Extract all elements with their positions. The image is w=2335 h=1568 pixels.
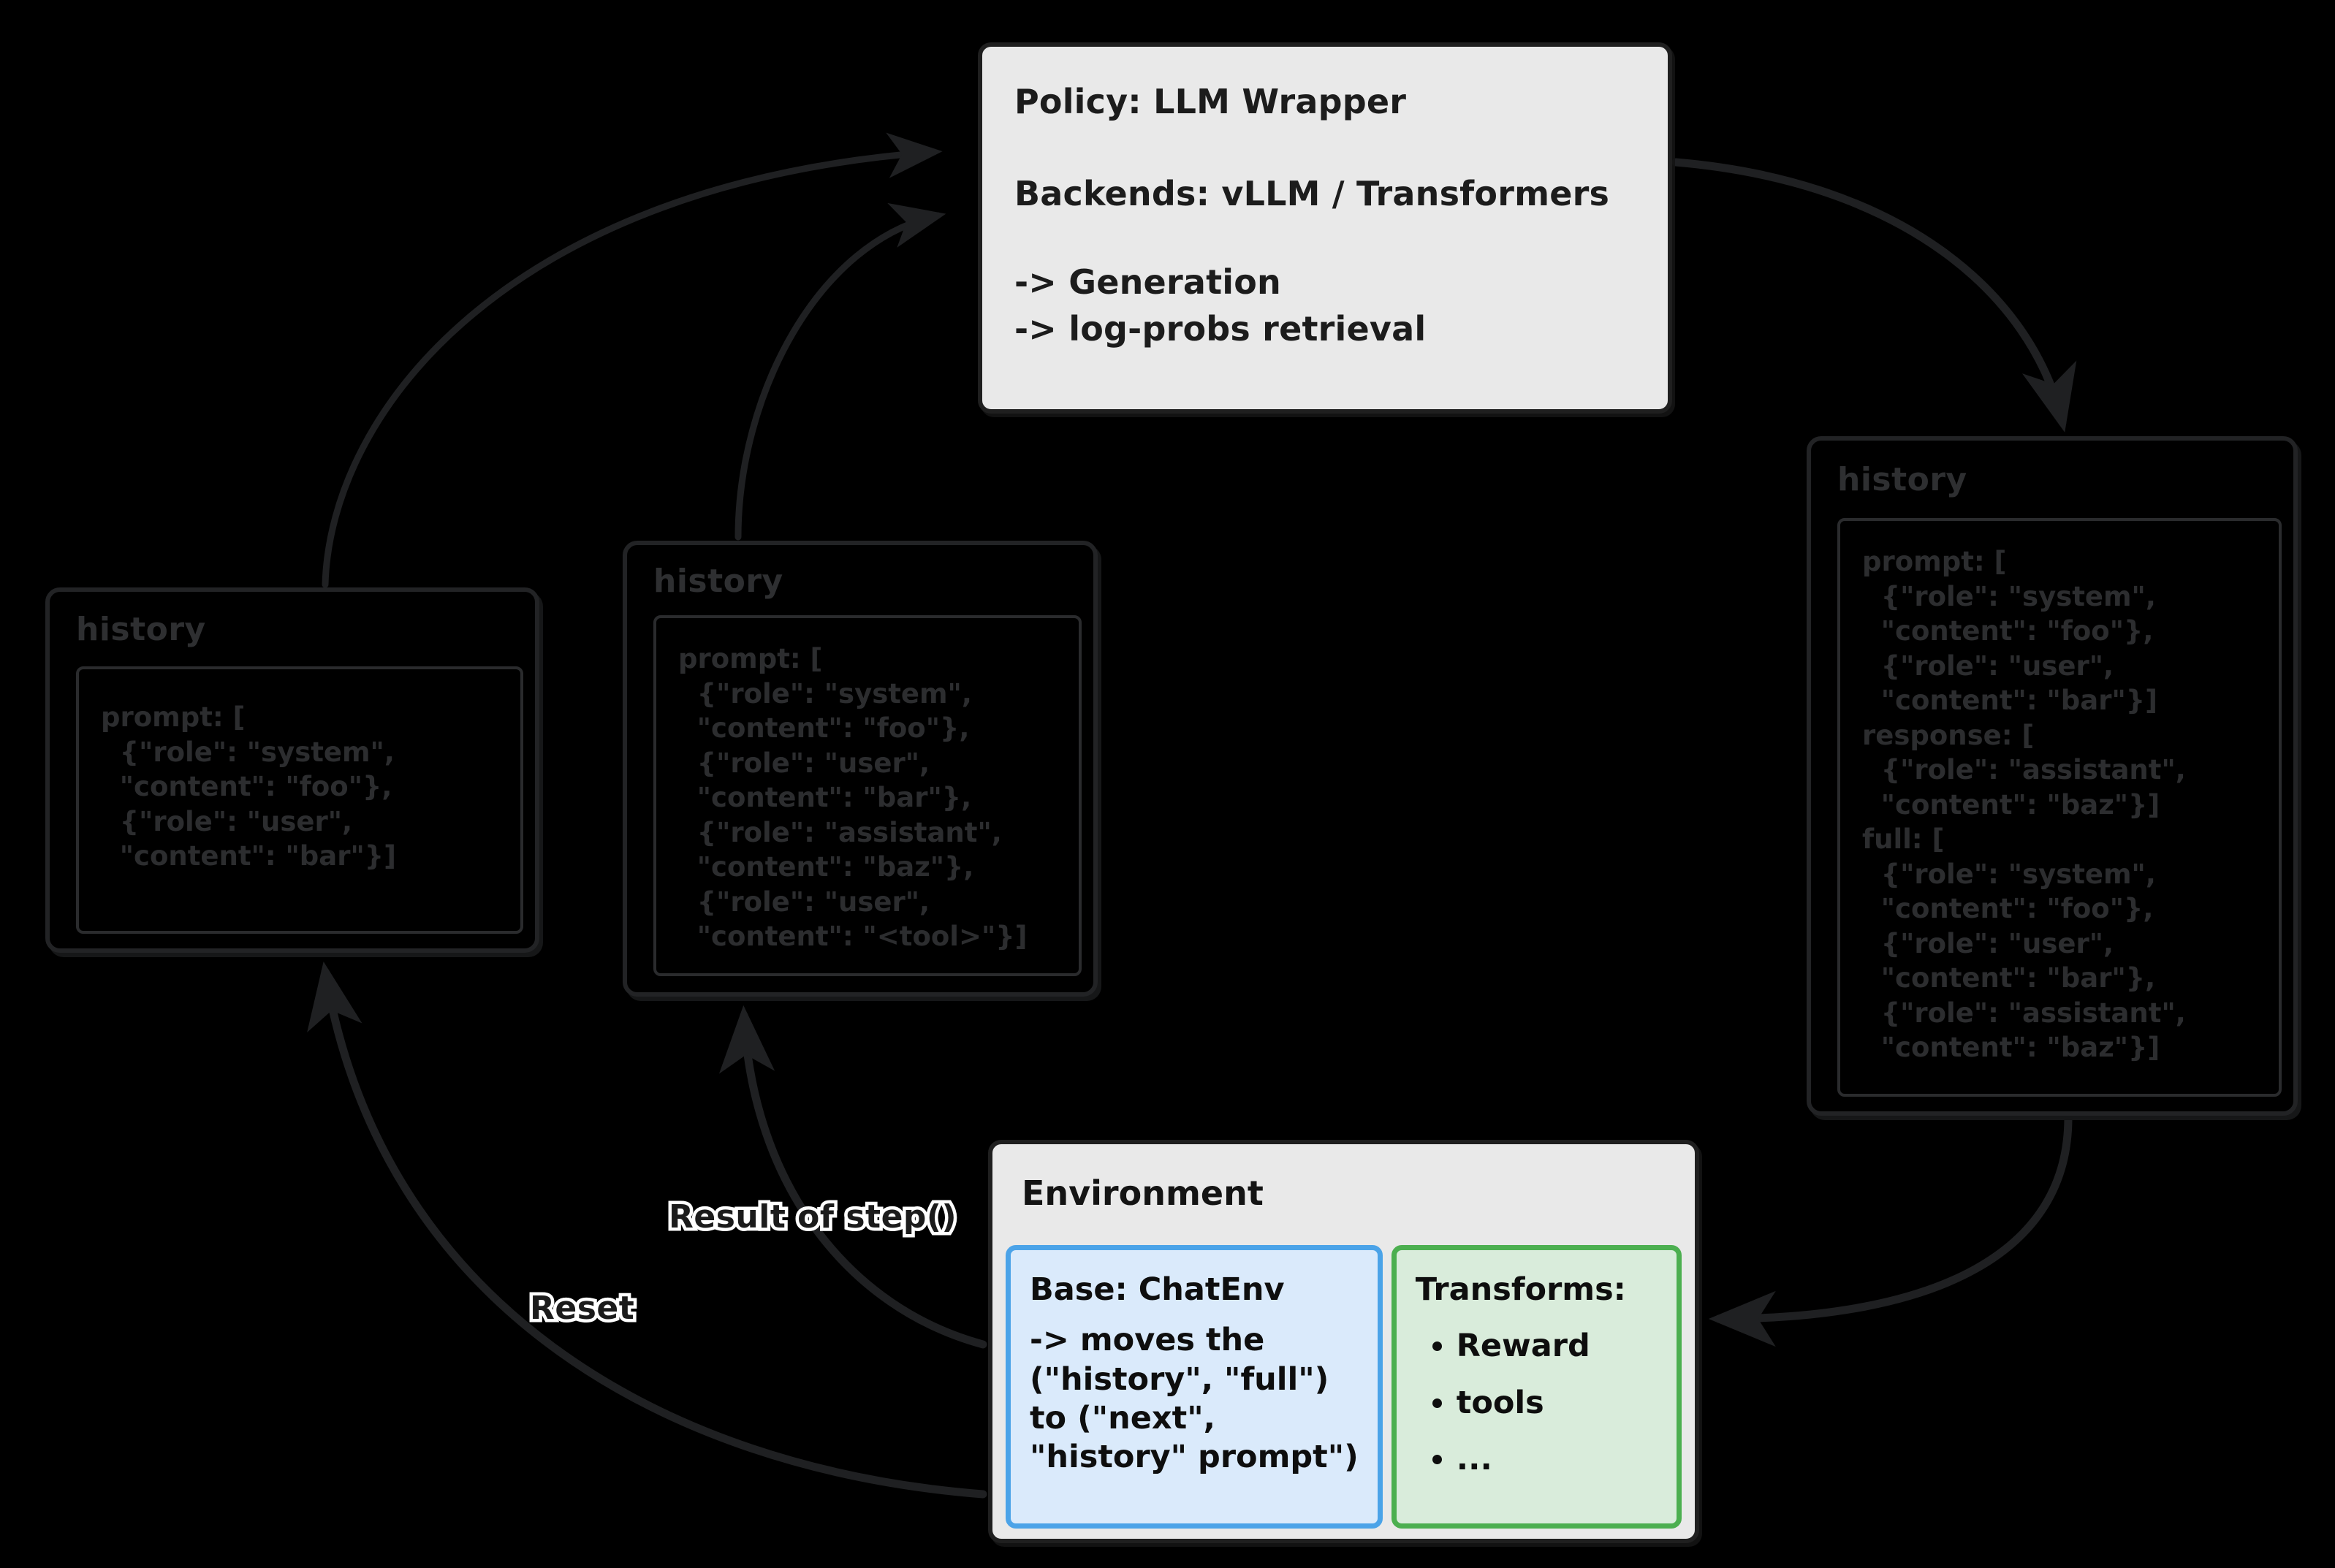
environment-columns: Base: ChatEnv -> moves the ("history", "…	[1006, 1245, 1682, 1529]
list-item: ...	[1457, 1440, 1658, 1479]
history-left-inner-panel: prompt: [ {"role": "system", "content": …	[76, 666, 523, 934]
history-right-node: history prompt: [ {"role": "system", "co…	[1807, 436, 2298, 1116]
history-left-json: prompt: [ {"role": "system", "content": …	[101, 701, 397, 872]
policy-generation: -> Generation	[1014, 262, 1281, 302]
policy-body: Policy: LLM Wrapper Backends: vLLM / Tra…	[982, 47, 1668, 384]
edge-right-history-to-environment	[1708, 1114, 2073, 1347]
history-left-title: history	[76, 611, 206, 648]
history-right-json: prompt: [ {"role": "system", "content": …	[1862, 546, 2186, 1064]
policy-backends: Backends: vLLM / Transformers	[1014, 174, 1610, 214]
edge-label-reset-outline: Reset	[526, 1287, 637, 1331]
edge-left-history-to-policy	[322, 132, 943, 588]
edge-mid-history-to-policy	[734, 202, 946, 541]
history-right-title: history	[1837, 461, 1967, 498]
history-mid-json: prompt: [ {"role": "system", "content": …	[678, 643, 1028, 953]
environment-base-body: -> moves the ("history", "full") to ("ne…	[1030, 1322, 1359, 1476]
edge-label-result-of-step: Result of step() Result of step()	[665, 1195, 960, 1239]
history-mid-title: history	[653, 563, 783, 600]
environment-base-header: Base: ChatEnv	[1030, 1271, 1285, 1308]
history-mid-node: history prompt: [ {"role": "system", "co…	[623, 541, 1098, 997]
edge-label-step-outline: Result of step()	[665, 1195, 960, 1239]
environment-base-panel: Base: ChatEnv -> moves the ("history", "…	[1006, 1245, 1383, 1529]
history-left-node: history prompt: [ {"role": "system", "co…	[45, 587, 539, 953]
environment-transforms-list: Reward tools ...	[1416, 1327, 1658, 1479]
edge-label-reset-text: Reset	[530, 1290, 635, 1327]
edge-policy-to-right-history	[1671, 158, 2077, 433]
environment-transforms-panel: Transforms: Reward tools ...	[1391, 1245, 1682, 1529]
policy-logprobs: -> log-probs retrieval	[1014, 308, 1427, 349]
edge-environment-to-mid-history	[718, 1005, 987, 1349]
edge-label-reset: Reset Reset	[526, 1287, 637, 1331]
policy-title: Policy: LLM Wrapper	[1014, 82, 1407, 121]
history-mid-inner-panel: prompt: [ {"role": "system", "content": …	[653, 615, 1082, 976]
edge-label-step-text: Result of step()	[669, 1198, 957, 1236]
policy-node: Policy: LLM Wrapper Backends: vLLM / Tra…	[978, 42, 1672, 414]
environment-transforms-header: Transforms:	[1415, 1271, 1626, 1308]
environment-title: Environment	[1022, 1173, 1264, 1213]
environment-node: Environment Base: ChatEnv -> moves the (…	[988, 1140, 1699, 1543]
list-item: Reward	[1457, 1327, 1658, 1366]
history-right-inner-panel: prompt: [ {"role": "system", "content": …	[1837, 518, 2282, 1097]
list-item: tools	[1457, 1384, 1658, 1423]
